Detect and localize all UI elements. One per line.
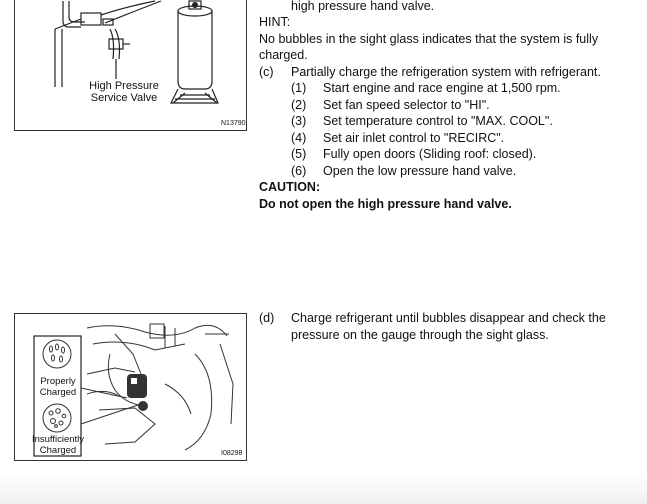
substep-number: (5) <box>291 147 307 161</box>
step-c-text: Partially charge the refrigeration syste… <box>291 65 601 79</box>
properly-charged-label: Properly Charged <box>39 376 77 398</box>
substep-number: (3) <box>291 114 307 128</box>
substep-text: Set air inlet control to "RECIRC". <box>323 131 505 145</box>
figure-service-valve: High Pressure Service Valve N13790 <box>14 0 247 131</box>
service-valve-label: High Pressure Service Valve <box>89 80 159 104</box>
text-line-top: high pressure hand valve. <box>291 0 435 13</box>
hint-label: HINT: <box>259 15 291 29</box>
substep-text: Set temperature control to "MAX. COOL". <box>323 114 553 128</box>
substep-text: Set fan speed selector to "HI". <box>323 98 490 112</box>
figure-id: N13790 <box>221 120 246 127</box>
substep-text: Open the low pressure hand valve. <box>323 164 517 178</box>
hint-line-2: charged. <box>259 48 308 62</box>
step-d-line-2: pressure on the gauge through the sight … <box>291 328 549 342</box>
hint-line-1: No bubbles in the sight glass indicates … <box>259 32 599 46</box>
sight-glass-drawing <box>33 323 234 457</box>
service-valve-drawing <box>54 0 219 104</box>
caution-text: Do not open the high pressure hand valve… <box>259 197 512 211</box>
step-d-line-1: Charge refrigerant until bubbles disappe… <box>291 311 606 325</box>
substep-number: (6) <box>291 164 307 178</box>
insufficiently-charged-label: Insufficiently Charged <box>31 434 85 456</box>
substep-number: (4) <box>291 131 307 145</box>
substep-number: (1) <box>291 81 307 95</box>
substep-number: (2) <box>291 98 307 112</box>
figure-id: I08298 <box>221 450 243 457</box>
caution-label: CAUTION: <box>259 180 321 194</box>
substep-text: Start engine and race engine at 1,500 rp… <box>323 81 561 95</box>
step-d-marker: (d) <box>259 311 275 325</box>
substep-text: Fully open doors (Sliding roof: closed). <box>323 147 537 161</box>
step-c-marker: (c) <box>259 65 274 79</box>
figure-sight-glass: Properly Charged Insufficiently Charged … <box>14 313 247 461</box>
page-bottom-edge <box>0 472 647 504</box>
